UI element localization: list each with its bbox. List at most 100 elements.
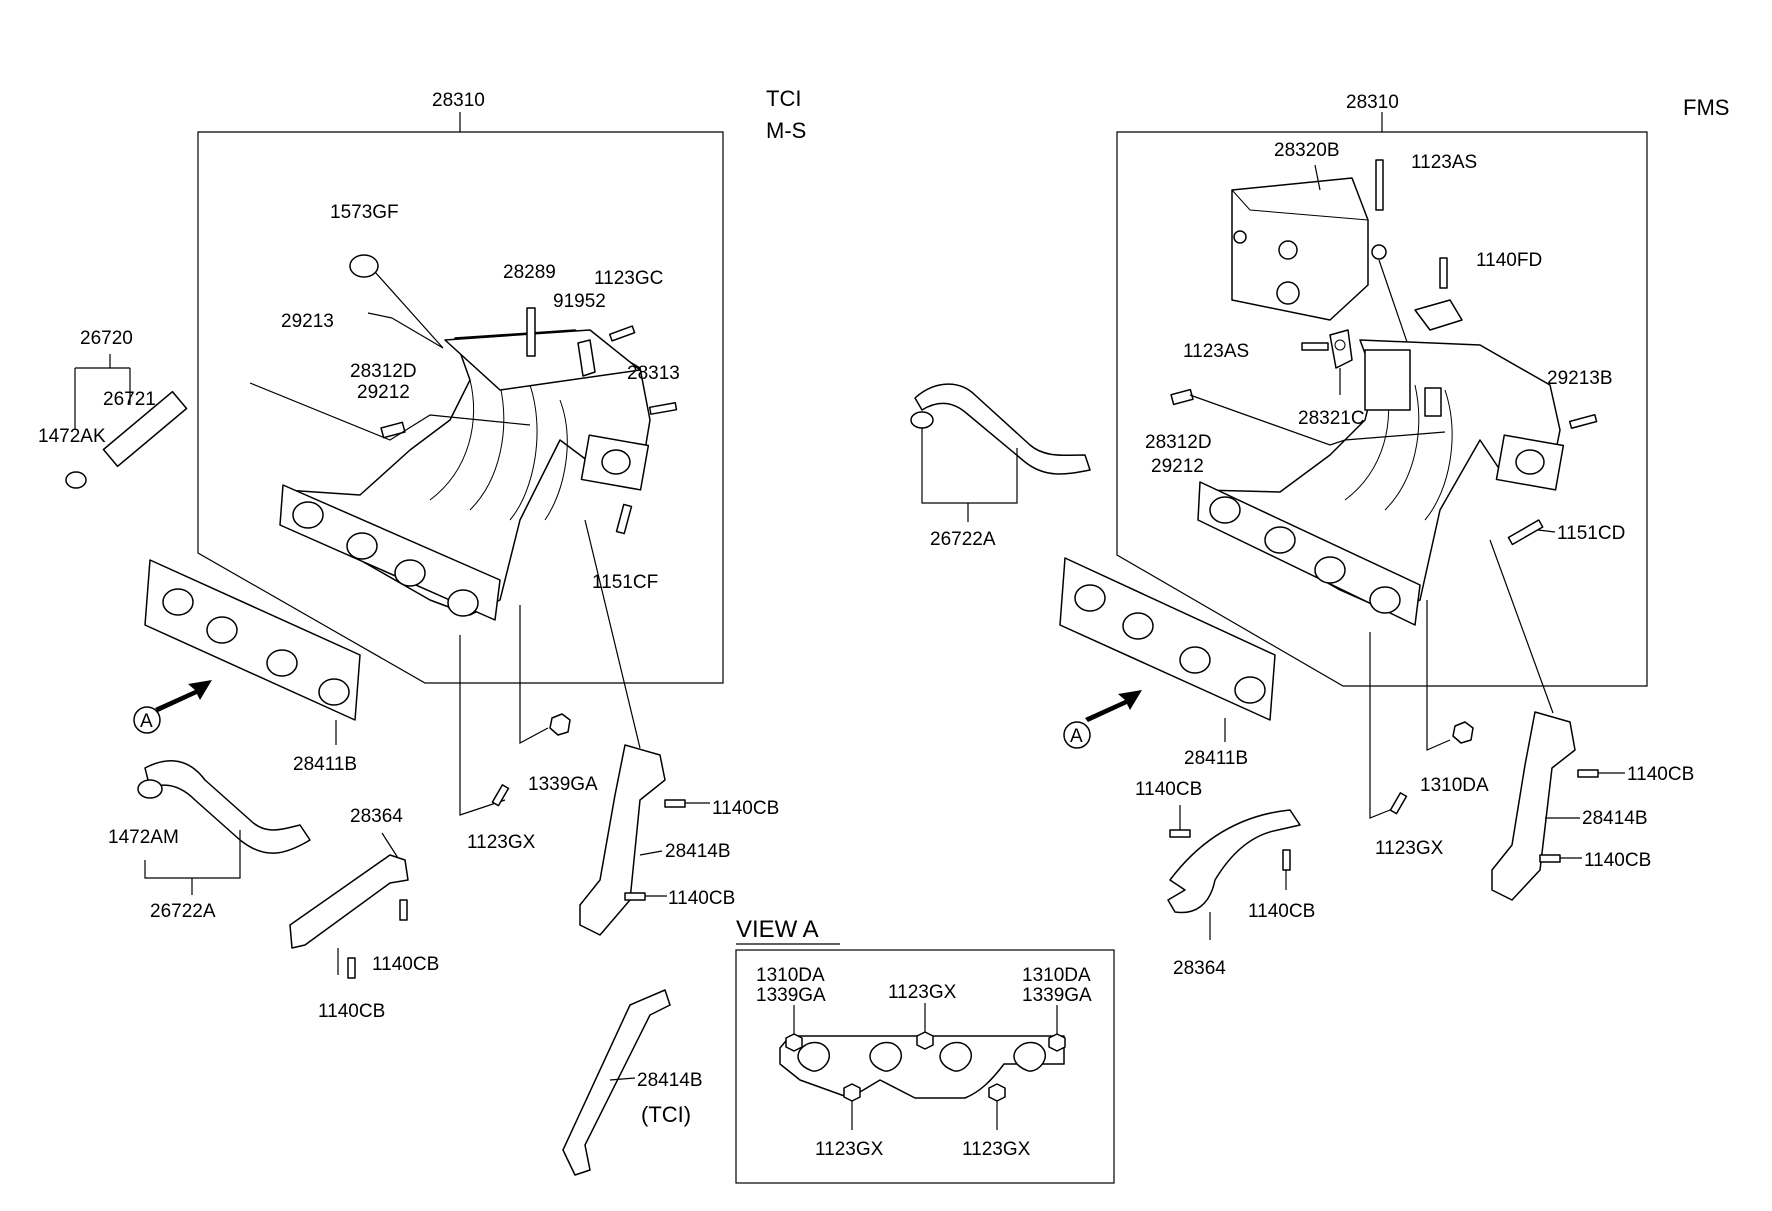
part-label: 1140CB	[318, 1001, 385, 1022]
view-a-label: 1339GA	[1022, 985, 1092, 1006]
bolt-1123as	[1375, 159, 1384, 211]
part-label: 1123GX	[1375, 838, 1444, 859]
part-note: (TCI)	[641, 1102, 691, 1127]
view-a-port	[869, 1041, 903, 1072]
part-label: 29213	[281, 311, 334, 332]
part-label: 28414B	[637, 1070, 703, 1091]
pin-29213b	[1568, 413, 1598, 429]
variant-label-fms: FMS	[1683, 95, 1729, 120]
part-label: 28320B	[1274, 140, 1340, 161]
part-label: 1339GA	[528, 774, 598, 795]
part-label: 1123AS	[1183, 341, 1249, 362]
view-a-nut	[843, 1083, 861, 1102]
view-marker-label: A	[1070, 726, 1083, 747]
part-label: 1123AS	[1411, 152, 1477, 173]
leader-line	[1189, 394, 1446, 446]
bolt-1140cb	[1577, 769, 1599, 778]
part-label: 91952	[553, 291, 606, 312]
leader-line	[1426, 600, 1451, 751]
variant-label-m-s: M-S	[766, 118, 806, 143]
part-label: 1310DA	[1420, 775, 1489, 796]
leader-line	[1489, 539, 1554, 714]
hose-26722a-right	[914, 383, 1091, 475]
part-label: 28414B	[1582, 808, 1648, 829]
view-a-gasket	[779, 1035, 1065, 1099]
bracket-28364	[289, 854, 409, 949]
part-label: 29213B	[1547, 368, 1613, 389]
clamp	[910, 411, 934, 429]
bolt-1140cb	[664, 799, 686, 808]
leader-line	[249, 382, 531, 441]
leader-line	[1314, 164, 1321, 191]
bolt-1140cb	[1539, 854, 1561, 863]
clamp-1472ak	[65, 471, 87, 489]
view-a-label: 1310DA	[756, 965, 825, 986]
part-label: 1472AK	[38, 426, 106, 447]
leader-line	[1369, 632, 1396, 819]
variant-label-tci: TCI	[766, 86, 801, 111]
washer	[1371, 244, 1387, 260]
view-direction-arrow	[155, 680, 212, 712]
part-label: 1140CB	[1135, 779, 1202, 800]
gasket-hole	[1334, 339, 1346, 351]
view-marker-label: A	[140, 711, 153, 732]
nut-1339ga	[549, 713, 571, 736]
left-assembly-frame	[197, 131, 724, 684]
fitting-28312d	[1170, 388, 1194, 406]
part-label: 26720	[80, 328, 133, 349]
bolt-1140cb	[1169, 829, 1191, 838]
part-label: 28312D	[1145, 432, 1212, 453]
part-label: 1140CB	[372, 954, 439, 975]
view-a-label: 1310DA	[1022, 965, 1091, 986]
bolt-1140cb	[624, 892, 646, 901]
bolt-1140fd	[1439, 257, 1448, 289]
stud-1151cf	[615, 503, 633, 535]
view-a-port	[797, 1041, 831, 1072]
part-label: 28310	[1346, 92, 1399, 113]
part-label: 1140CB	[668, 888, 735, 909]
hose-26722a	[144, 760, 311, 854]
view-a-nut	[785, 1033, 803, 1052]
gasket-28411b-right	[1059, 557, 1276, 721]
gasket-28411b	[144, 559, 361, 721]
leader-line	[519, 605, 549, 745]
part-label: 26722A	[150, 901, 216, 922]
part-label: 1140CB	[1627, 764, 1694, 785]
hose-26721	[102, 390, 188, 468]
stay-28414b-right	[1491, 711, 1576, 901]
bracket-1140fd	[1414, 299, 1463, 331]
part-label: 28321C	[1298, 408, 1365, 429]
right-assembly-frame	[1116, 131, 1648, 687]
exhaust-manifold-right	[1197, 339, 1565, 626]
bolt-1123gx	[1389, 792, 1408, 815]
right-assembly: A FMS 28310 28320B 1123AS 1140FD 1123AS …	[910, 92, 1729, 979]
part-label: 28312D	[350, 361, 417, 382]
part-label: 1123GX	[467, 832, 536, 853]
left-assembly: A TCI M-S 28310 1573GF 29213 28289	[38, 86, 806, 1176]
part-label: 26722A	[930, 529, 996, 550]
part-label: 28289	[503, 262, 556, 283]
part-label: 1140CB	[712, 798, 779, 819]
part-label: 1140CB	[1584, 850, 1651, 871]
stay-28414b-tci	[562, 989, 671, 1176]
part-label: 28313	[627, 363, 680, 384]
part-label: 26721	[103, 389, 156, 410]
view-a-label: 1123GX	[888, 982, 957, 1003]
part-label: 1140CB	[1248, 901, 1315, 922]
leader-line	[584, 519, 641, 749]
part-label: 1151CD	[1557, 523, 1625, 544]
view-a-label: 1123GX	[962, 1139, 1031, 1160]
stud-28289	[526, 307, 536, 357]
view-a-label: 1339GA	[756, 985, 826, 1006]
leader-line	[74, 354, 131, 430]
leader-line	[609, 1077, 636, 1081]
leader-line	[459, 635, 506, 816]
bracket-91952	[577, 339, 596, 377]
part-label: 28364	[350, 806, 403, 827]
bolt-1140cb	[399, 899, 408, 921]
part-label: 29212	[357, 382, 410, 403]
pin-29213	[367, 312, 393, 319]
leader-line	[921, 428, 1018, 522]
stay-28414b	[579, 744, 666, 936]
part-label: 28411B	[293, 754, 357, 775]
